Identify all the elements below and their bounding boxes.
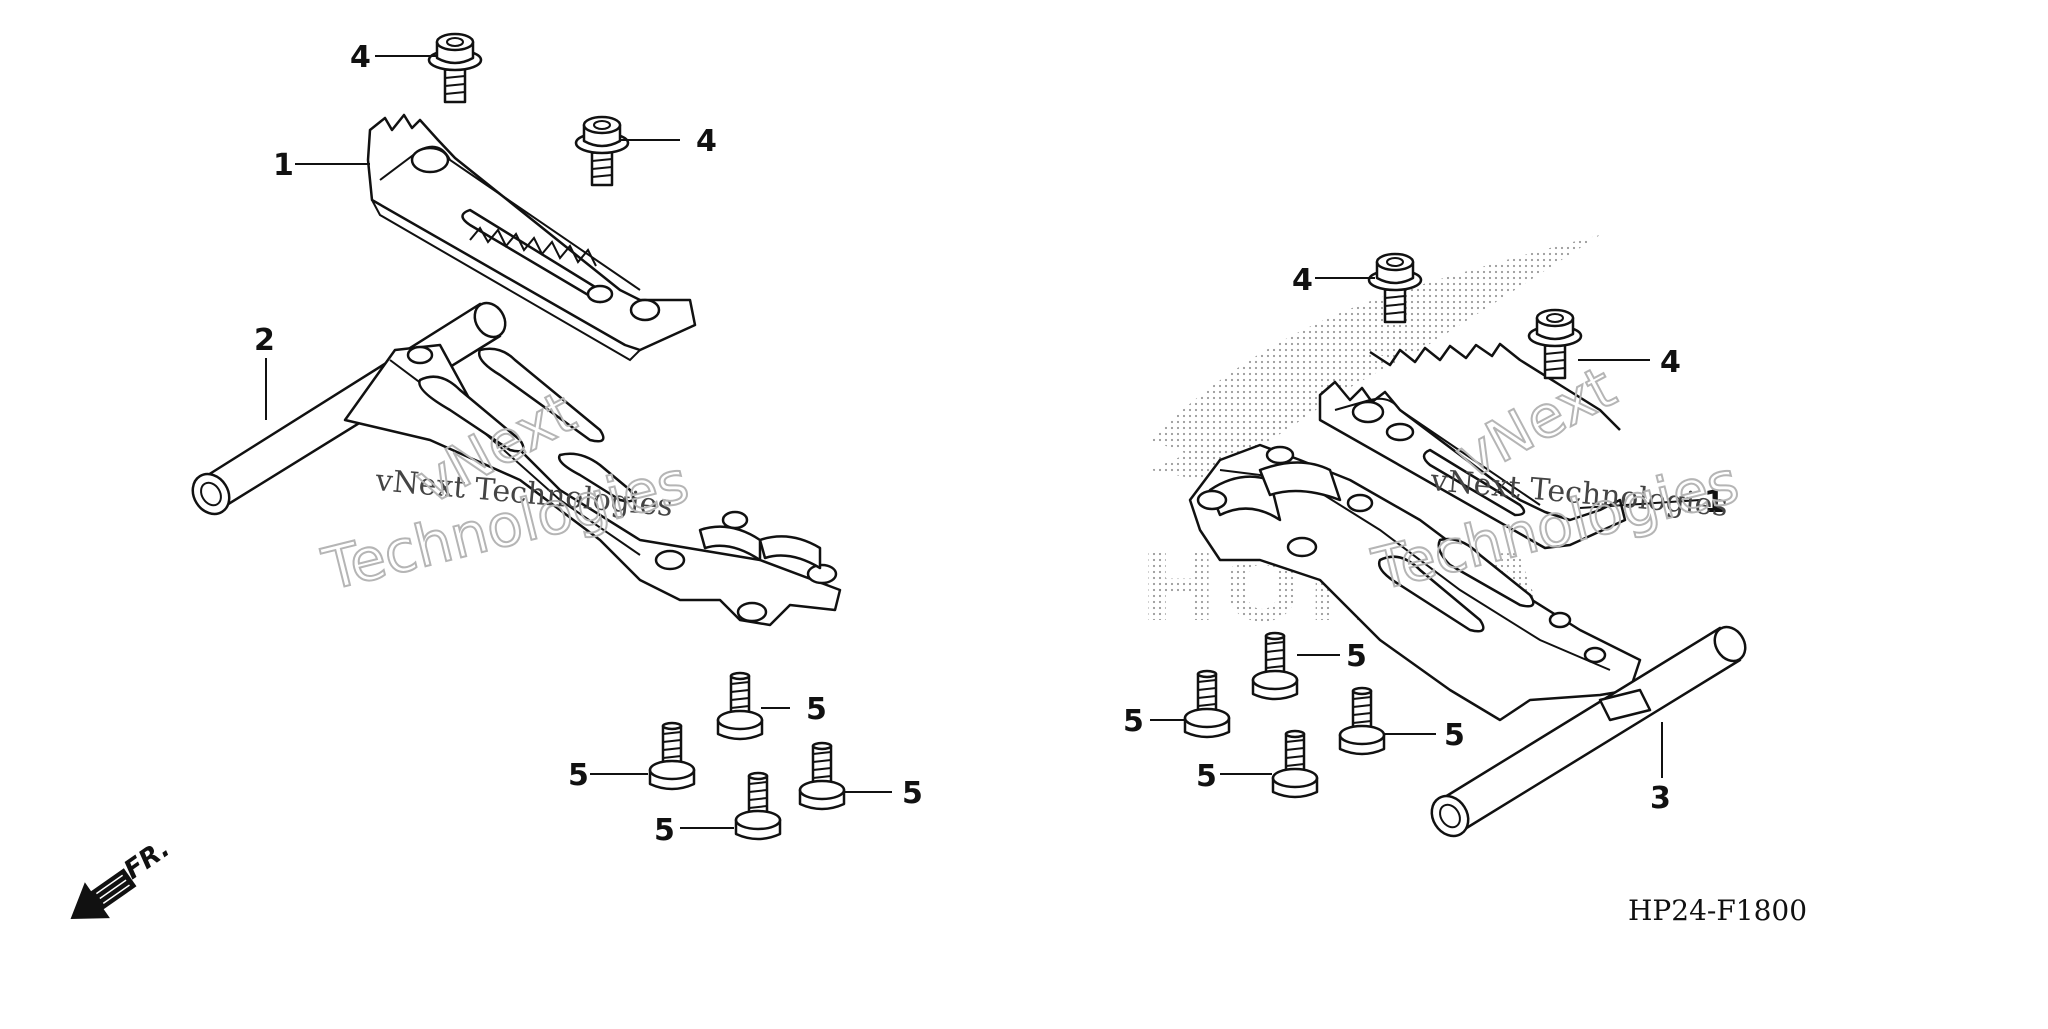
front-arrow-icon	[70, 868, 137, 920]
callouts: 4 4 1 2 5 5 5 5 4 4 1 3 5 5 5 5	[254, 40, 1725, 848]
right-foot-peg	[1318, 342, 1627, 550]
left-foot-peg	[366, 113, 697, 362]
callout-right-bolt-5a: 5	[1346, 639, 1367, 674]
callout-left-bar-2: 2	[254, 323, 275, 358]
callout-left-bolt-4a: 4	[350, 40, 371, 75]
right-bracket	[1188, 443, 1642, 722]
callout-left-bolt-5d: 5	[654, 813, 675, 848]
callout-right-bar-3: 3	[1650, 781, 1671, 816]
right-tube-bar	[1430, 625, 1747, 838]
right-bolt-5d	[1271, 729, 1319, 799]
front-direction-indicator: FR.	[70, 834, 175, 920]
callout-right-bolt-5d: 5	[1196, 759, 1217, 794]
wing-shape	[1150, 235, 1600, 470]
callout-right-bolt-4a: 4	[1292, 263, 1313, 298]
right-assembly	[1183, 252, 1747, 838]
wing-shape-lower	[1150, 400, 1330, 480]
left-bolt-4a	[427, 32, 483, 104]
right-bolt-5a	[1251, 631, 1299, 701]
callout-right-bolt-4b: 4	[1660, 345, 1681, 380]
callout-right-bolt-5b: 5	[1123, 704, 1144, 739]
right-bolt-5c	[1338, 686, 1386, 756]
callout-left-step-1: 1	[273, 148, 294, 183]
left-assembly	[191, 32, 846, 841]
left-bolt-5a	[716, 671, 764, 741]
left-bolt-5b	[648, 721, 696, 791]
watermarks: vNext Technologies vNext Technologies vN…	[315, 352, 1746, 605]
callout-right-bolt-5c: 5	[1444, 718, 1465, 753]
left-bolt-5d	[734, 771, 782, 841]
leader-lines	[265, 55, 1701, 829]
right-bolt-5b	[1183, 669, 1231, 739]
left-bolt-5c	[798, 741, 846, 811]
left-bracket	[343, 343, 842, 627]
callout-right-step-1: 1	[1704, 485, 1725, 520]
left-bolt-4b	[574, 115, 630, 187]
callout-left-bolt-4b: 4	[696, 124, 717, 159]
diagram-code: HP24-F1800	[1628, 894, 1807, 927]
callout-left-bolt-5a: 5	[806, 692, 827, 727]
callout-left-bolt-5c: 5	[902, 776, 923, 811]
callout-left-bolt-5b: 5	[568, 758, 589, 793]
